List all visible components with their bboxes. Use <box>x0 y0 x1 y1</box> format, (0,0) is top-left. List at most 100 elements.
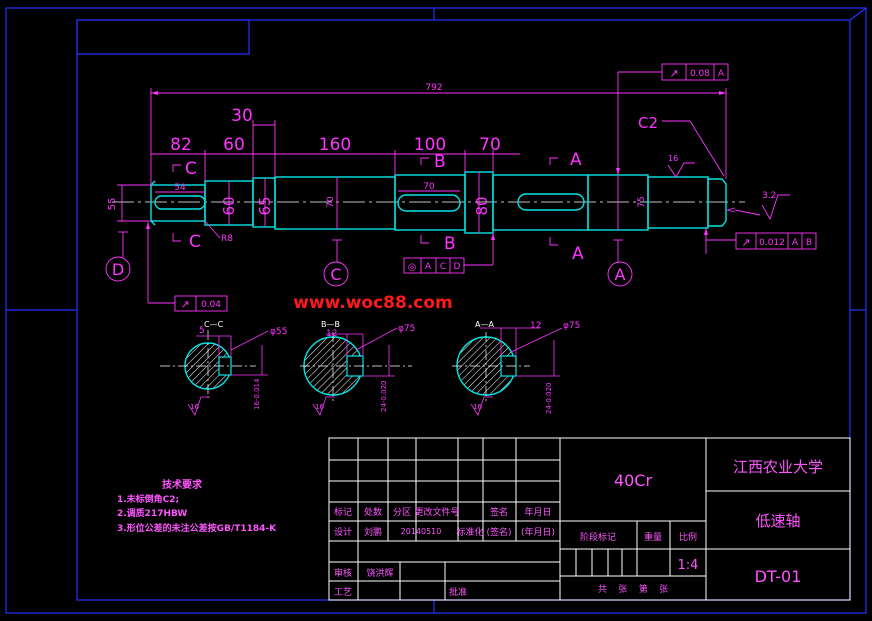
section-a-top: A <box>570 150 582 170</box>
header-mark: 标记 <box>334 506 352 518</box>
dim-70-top: 70 <box>479 135 501 155</box>
section-b-top: B <box>434 152 446 172</box>
section-a-dia: φ75 <box>563 321 580 331</box>
dimension-texts: 792 30 82 60 160 100 70 54 70 55 60 65 7… <box>107 67 812 311</box>
section-b-rough: 16 <box>315 403 324 411</box>
tech-title: 技术要求 <box>162 478 203 491</box>
rough-32: 3.2 <box>762 191 776 201</box>
dimension-lines <box>117 71 790 304</box>
date-paren: (年月日) <box>521 526 555 538</box>
arrowheads <box>146 91 726 240</box>
section-b-label: B—B <box>321 320 340 329</box>
tech-line-3: 3.形位公差的未注公差按GB/T1184-K <box>117 522 277 534</box>
dim-60-dia: 60 <box>220 196 238 215</box>
dim-65: 65 <box>256 196 274 215</box>
tech-requirements: 技术要求 1.未标倒角C2; 2.调质217HBW 3.形位公差的未注公差按GB… <box>117 478 277 534</box>
section-a-depth: 24-0.020 <box>545 383 553 414</box>
section-c-rough: 16 <box>190 403 199 411</box>
sign-paren: (签名) <box>486 526 511 538</box>
section-c-top: C <box>185 159 197 179</box>
part-name: 低速轴 <box>755 512 800 530</box>
dim-overall: 792 <box>425 83 442 93</box>
section-view-a <box>452 332 530 402</box>
dim-60-top: 60 <box>223 135 245 155</box>
section-texts: C—C B—B A—A <box>204 320 494 329</box>
header-date: 年月日 <box>524 506 551 518</box>
section-b-depth: 24-0.020 <box>380 381 388 412</box>
dim-70-dia: 70 <box>326 196 336 208</box>
header-zone: 分区 <box>393 507 411 518</box>
chamfer-c2: C2 <box>638 114 658 132</box>
scale-label: 比例 <box>679 531 697 543</box>
dim-55: 55 <box>107 198 118 211</box>
checker-name: 饶洪辉 <box>366 567 393 579</box>
section-view-c <box>160 330 256 398</box>
tol-conc-symbol: ◎ <box>408 262 417 273</box>
tech-line-2: 2.调质217HBW <box>117 507 187 519</box>
sheets-text: 共 张 第 张 <box>598 583 668 595</box>
dim-82: 82 <box>170 135 192 155</box>
section-a-rough: 16 <box>473 403 482 411</box>
datum-d: D <box>112 260 124 279</box>
section-c-depth: 16-0.014 <box>253 378 261 410</box>
section-a-label: A—A <box>475 320 494 329</box>
section-b-width: 12 <box>326 329 337 339</box>
datum-a: A <box>615 265 626 284</box>
tol-right-datum1: A <box>792 238 799 248</box>
section-dim-texts: 5 φ55 16-0.014 16 12 φ75 24-0.020 16 12 … <box>190 321 580 414</box>
datum-c: C <box>330 265 341 284</box>
datum-symbols <box>105 63 817 312</box>
design-date: 20140510 <box>401 527 442 536</box>
tol-conc-datum3: D <box>454 262 461 272</box>
designer-name: 刘鹏 <box>364 526 382 538</box>
tol-left-value: 0.04 <box>201 300 221 310</box>
dim-70-key: 70 <box>423 182 435 192</box>
tech-line-1: 1.未标倒角C2; <box>117 493 179 505</box>
approve-label: 批准 <box>449 586 467 598</box>
header-change-doc: 更改文件号 <box>414 506 459 518</box>
dim-80: 80 <box>473 196 491 215</box>
drawing-number: DT-01 <box>755 567 802 586</box>
section-c-width: 5 <box>199 326 205 336</box>
check-label: 审核 <box>334 567 352 579</box>
section-c-label: C—C <box>204 320 224 329</box>
dim-54: 54 <box>174 183 186 193</box>
tol-top-datum: A <box>718 69 725 79</box>
school-name: 江西农业大学 <box>733 458 823 476</box>
section-c-bottom: C <box>189 232 201 252</box>
design-label: 设计 <box>334 526 352 538</box>
tol-right-value: 0.012 <box>759 238 785 248</box>
tol-top-value: 0.08 <box>690 69 710 79</box>
section-c-dia: φ55 <box>270 327 287 337</box>
tol-right-symbol: ↗ <box>741 236 750 249</box>
tol-left-symbol: ↗ <box>180 298 189 311</box>
section-b-bottom: B <box>444 234 456 254</box>
tol-conc-datum2: C <box>440 262 446 272</box>
dim-100: 100 <box>414 135 446 155</box>
header-sign: 签名 <box>490 506 508 518</box>
stage-mark-label: 阶段标记 <box>580 531 616 543</box>
header-count: 处数 <box>364 506 382 518</box>
section-a-bottom: A <box>572 244 584 264</box>
tol-right-datum2: B <box>806 238 812 248</box>
dim-30: 30 <box>231 106 253 126</box>
weight-label: 重量 <box>644 531 662 543</box>
watermark: www.woc88.com <box>293 293 453 313</box>
scale-value: 1:4 <box>678 558 699 573</box>
dim-160: 160 <box>319 135 351 155</box>
dim-75: 75 <box>637 196 647 207</box>
dim-r8: R8 <box>221 234 233 244</box>
section-dimension-lines <box>187 327 563 416</box>
section-b-dia: φ75 <box>398 324 415 334</box>
tol-conc-datum1: A <box>425 262 432 272</box>
standardization-label: 标准化 <box>456 526 483 538</box>
process-label: 工艺 <box>334 587 352 598</box>
rough-16-top: 16 <box>668 154 678 163</box>
section-a-width: 12 <box>530 321 541 331</box>
title-block-grid <box>328 437 851 601</box>
title-block-texts: 40Cr 江西农业大学 低速轴 DT-01 标记 处数 分区 更改文件号 签名 … <box>334 458 823 598</box>
material: 40Cr <box>614 471 653 490</box>
section-view-b <box>300 332 412 402</box>
tol-top-symbol: ↗ <box>669 67 678 80</box>
